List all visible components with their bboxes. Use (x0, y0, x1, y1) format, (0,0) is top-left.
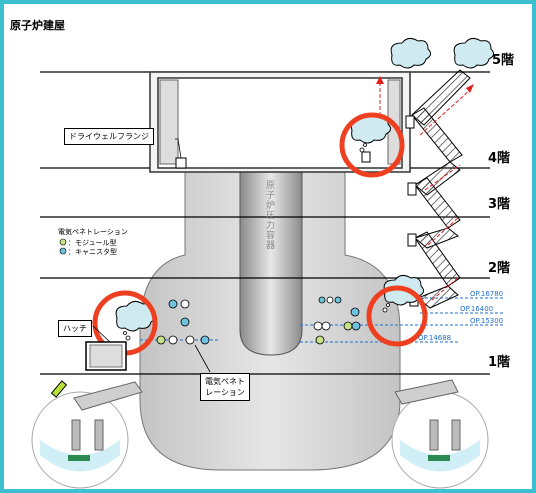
penetration-callout-line1: 電気ペネト (205, 377, 245, 386)
legend-module-label: ：モジュール型 (68, 238, 117, 247)
penetration-callout-line2: レーション (205, 388, 245, 397)
floor-label-5: 5階 (492, 52, 514, 68)
staircase (411, 69, 471, 309)
floor-label-4: 4階 (488, 150, 510, 166)
suppression-chamber-right (391, 379, 489, 489)
penetrations-left (156, 299, 210, 345)
drywell-flange-marker (175, 157, 187, 169)
drywell-flange-label: ドライウェルフランジ (64, 128, 154, 145)
op-label-16780: OP.16780 (470, 290, 503, 298)
floor-label-2: 2階 (488, 260, 510, 276)
op-label-15300: OP.15300 (470, 317, 503, 325)
legend-title: 電気ペネトレーション (58, 227, 128, 236)
hatch-label: ハッチ (58, 320, 92, 337)
penetrations-right (313, 296, 361, 345)
floor-label-3: 3階 (488, 196, 510, 212)
op-label-14688: OP.14688 (418, 334, 451, 342)
legend-canister-label: ：キャニスタ型 (68, 247, 117, 256)
warning-marker (50, 380, 68, 398)
floor-label-1: 1階 (488, 354, 510, 370)
vessel-text: 原子炉圧力容器 (264, 180, 274, 250)
legend-canister-swatch (59, 247, 67, 255)
diagram-title: 原子炉建屋 (10, 19, 65, 32)
op-label-16400: OP.16400 (460, 305, 493, 313)
suppression-chamber-left (31, 381, 143, 489)
legend-module-swatch (59, 238, 67, 246)
penetration-callout: 電気ペネト レーション (200, 373, 250, 401)
